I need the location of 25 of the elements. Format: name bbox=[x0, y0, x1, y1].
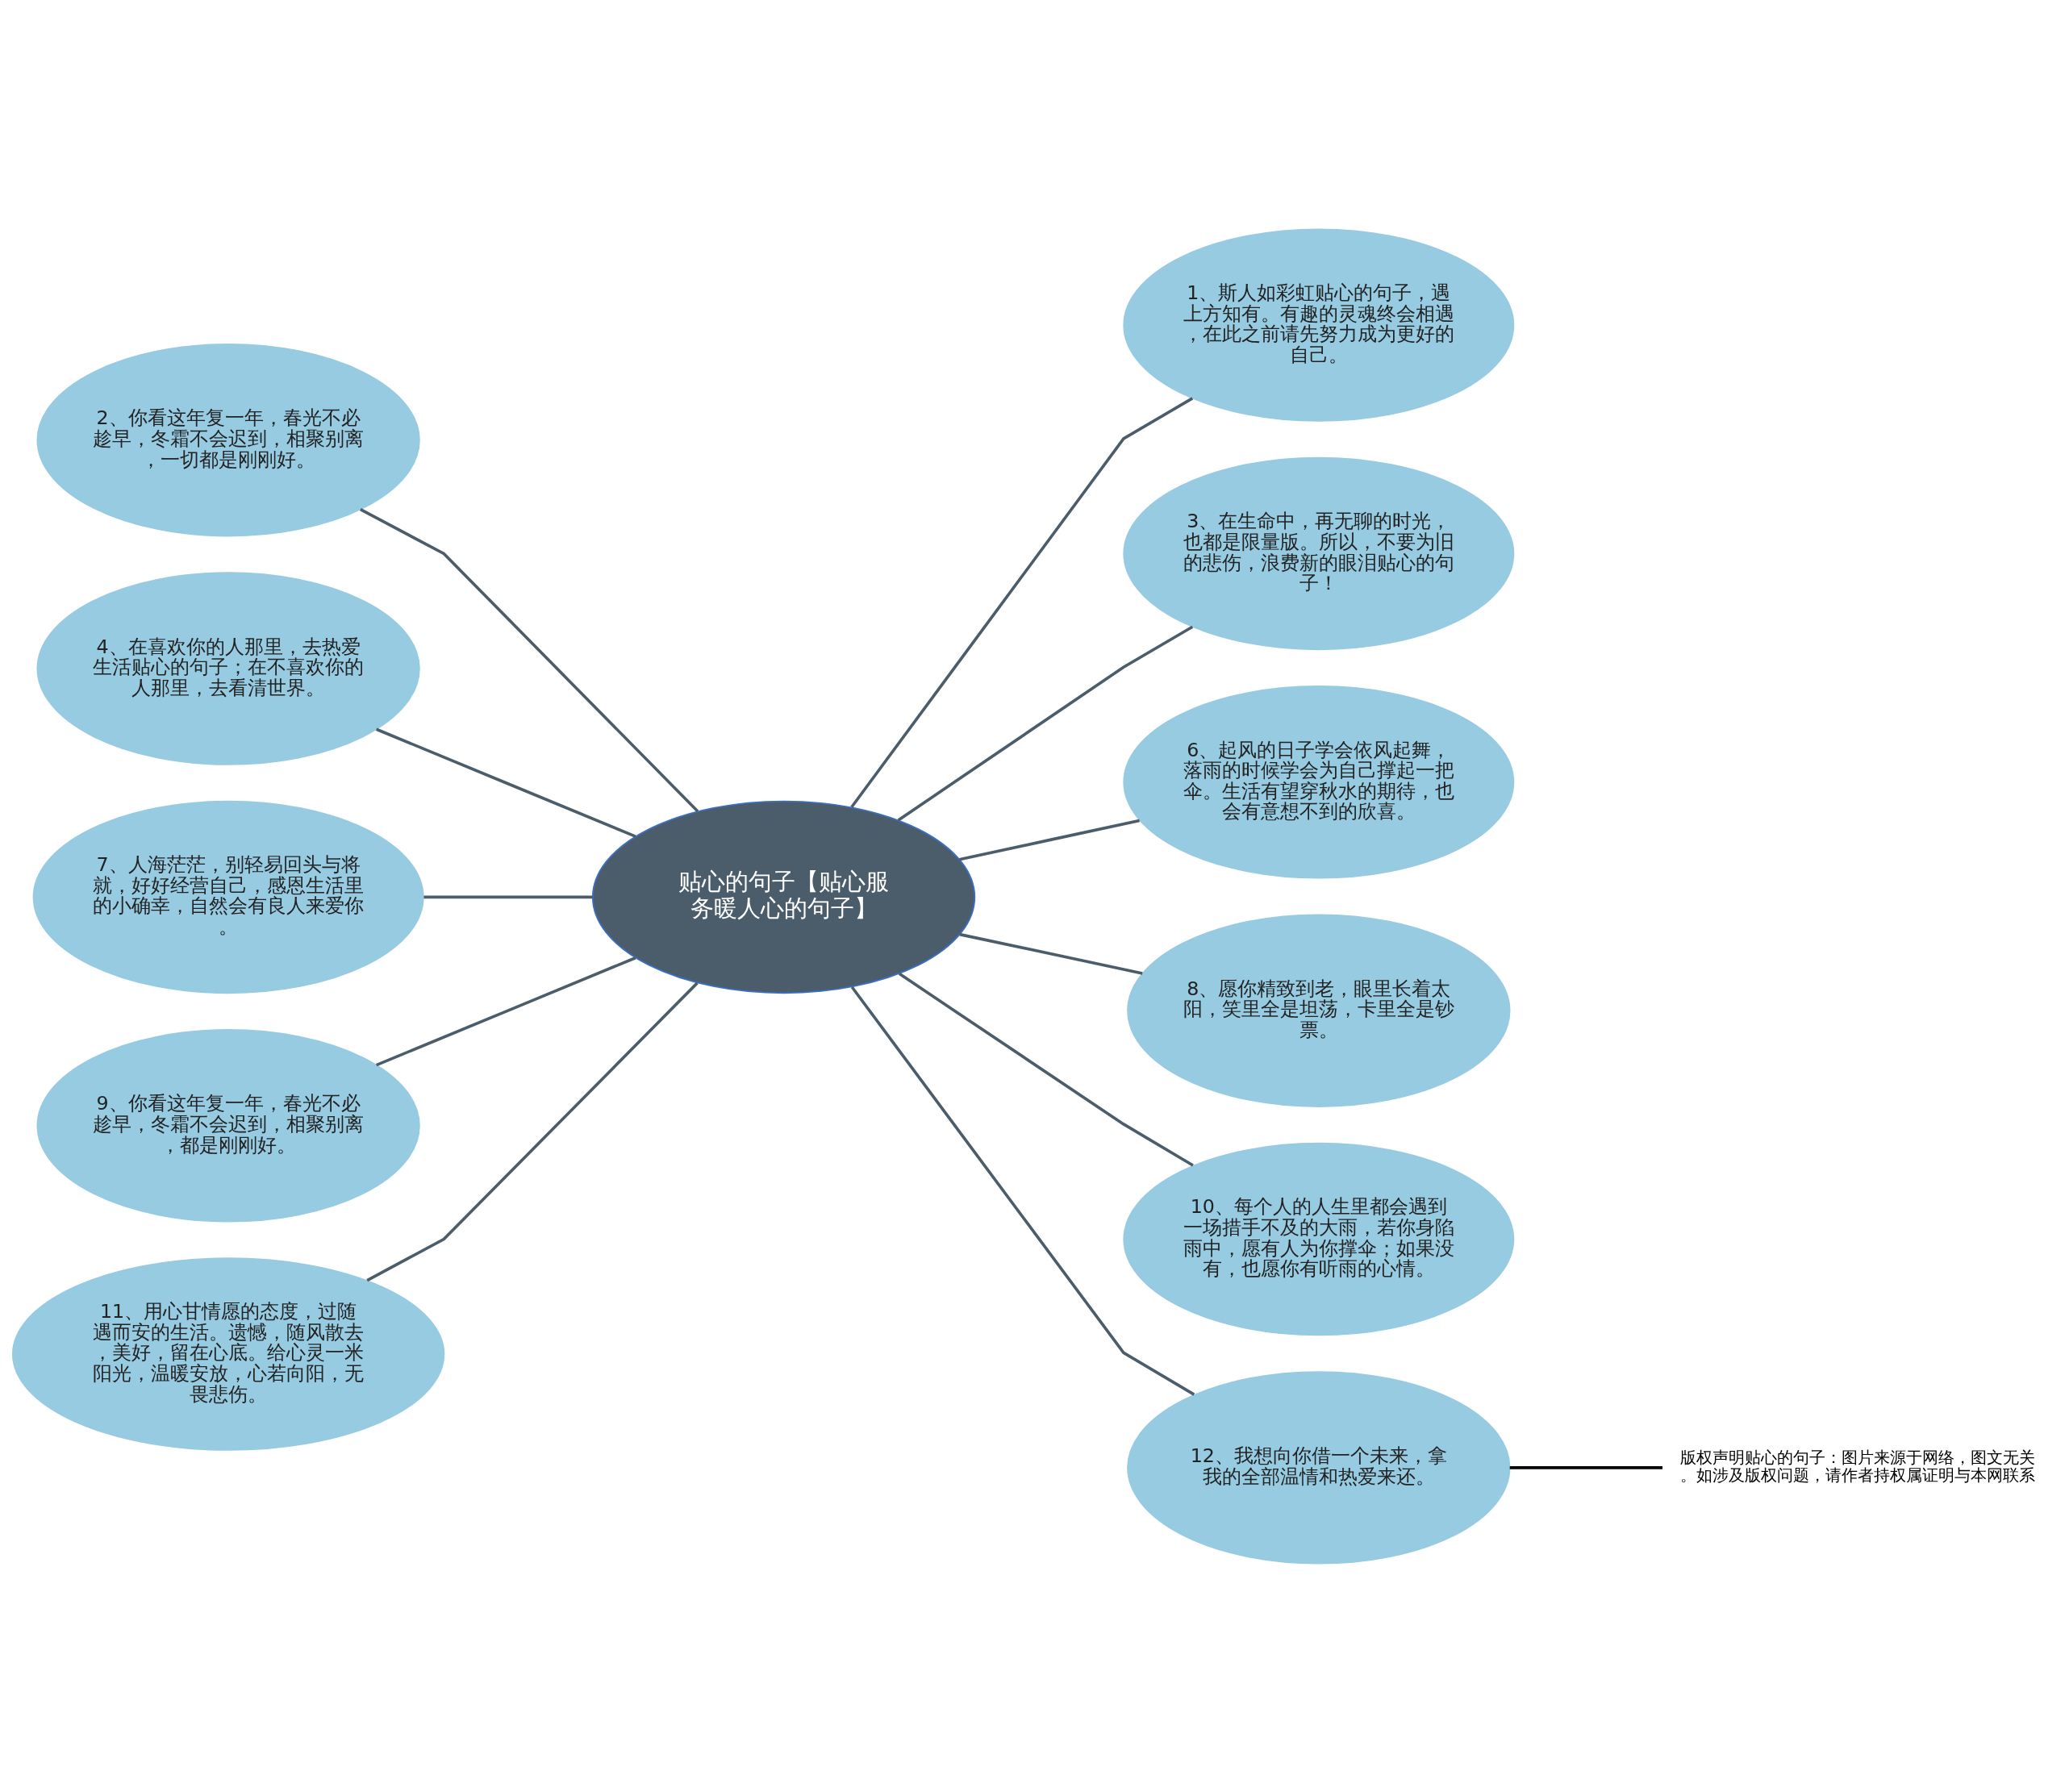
node-ellipse: 12、我想向你借一个未来，拿我的全部温情和热爱来还。 bbox=[1127, 1370, 1511, 1565]
connector bbox=[366, 981, 699, 1281]
node-ellipse: 贴心的句子【贴心服务暖人心的句子】 bbox=[591, 800, 976, 994]
node-ellipse: 10、每个人的人生里都会遇到一场措手不及的大雨，若你身陷雨中，愿有人为你撑伞；如果没有，也愿你有听雨的心情。 bbox=[1123, 1142, 1515, 1336]
node-ellipse: 2、你看这年复一年，春光不必趁早，冬霜不会迟到，相聚别离，一切都是刚刚好。 bbox=[36, 343, 420, 536]
connector bbox=[959, 932, 1143, 975]
connector bbox=[850, 986, 1195, 1396]
node-text: 版权声明贴心的句子：图片来源于网络，图文无关。如涉及版权问题，请作者持权属证明与本网联系 bbox=[1679, 1447, 2035, 1485]
connector bbox=[375, 956, 636, 1066]
node-ellipse: 7、人海茫茫，别轻易回头与将就，好好经营自己，感恩生活里的小确幸，自然会有良人来爱你。 bbox=[32, 800, 424, 994]
connector bbox=[850, 396, 1194, 808]
connector bbox=[423, 895, 593, 898]
connector bbox=[898, 972, 1194, 1167]
node-ellipse: 9、你看这年复一年，春光不必趁早，冬霜不会迟到，相聚别离，都是刚刚好。 bbox=[36, 1028, 420, 1222]
connector bbox=[958, 819, 1140, 861]
node-ellipse: 8、愿你精致到老，眼里长着太阳，笑里全是坦荡，卡里全是钞票。 bbox=[1127, 913, 1511, 1107]
connector bbox=[360, 507, 699, 812]
connector bbox=[897, 625, 1194, 822]
node-ellipse: 4、在喜欢你的人那里，去热爱生活贴心的句子；在不喜欢你的人那里，去看清世界。 bbox=[36, 571, 420, 765]
node-ellipse: 3、在生命中，再无聊的时光，也都是限量版。所以，不要为旧的悲伤，浪费新的眼泪贴心的句子！ bbox=[1123, 456, 1515, 650]
node-ellipse: 6、起风的日子学会依风起舞，落雨的时候学会为自己撑起一把伞。生活有望穿秋水的期待，也会有意想不到的欣喜。 bbox=[1123, 685, 1515, 879]
connector bbox=[375, 727, 636, 838]
node-ellipse: 1、斯人如彩虹贴心的句子，遇上方知有。有趣的灵魂终会相遇，在此之前请先努力成为更好的自己。 bbox=[1123, 227, 1515, 422]
connector bbox=[1509, 1465, 1662, 1469]
node-ellipse: 11、用心甘情愿的态度，过随遇而安的生活。遗憾，随风散去，美好，留在心底。给心灵一米阳光，温暖安放，心若向阳，无畏悲伤。 bbox=[11, 1256, 445, 1451]
